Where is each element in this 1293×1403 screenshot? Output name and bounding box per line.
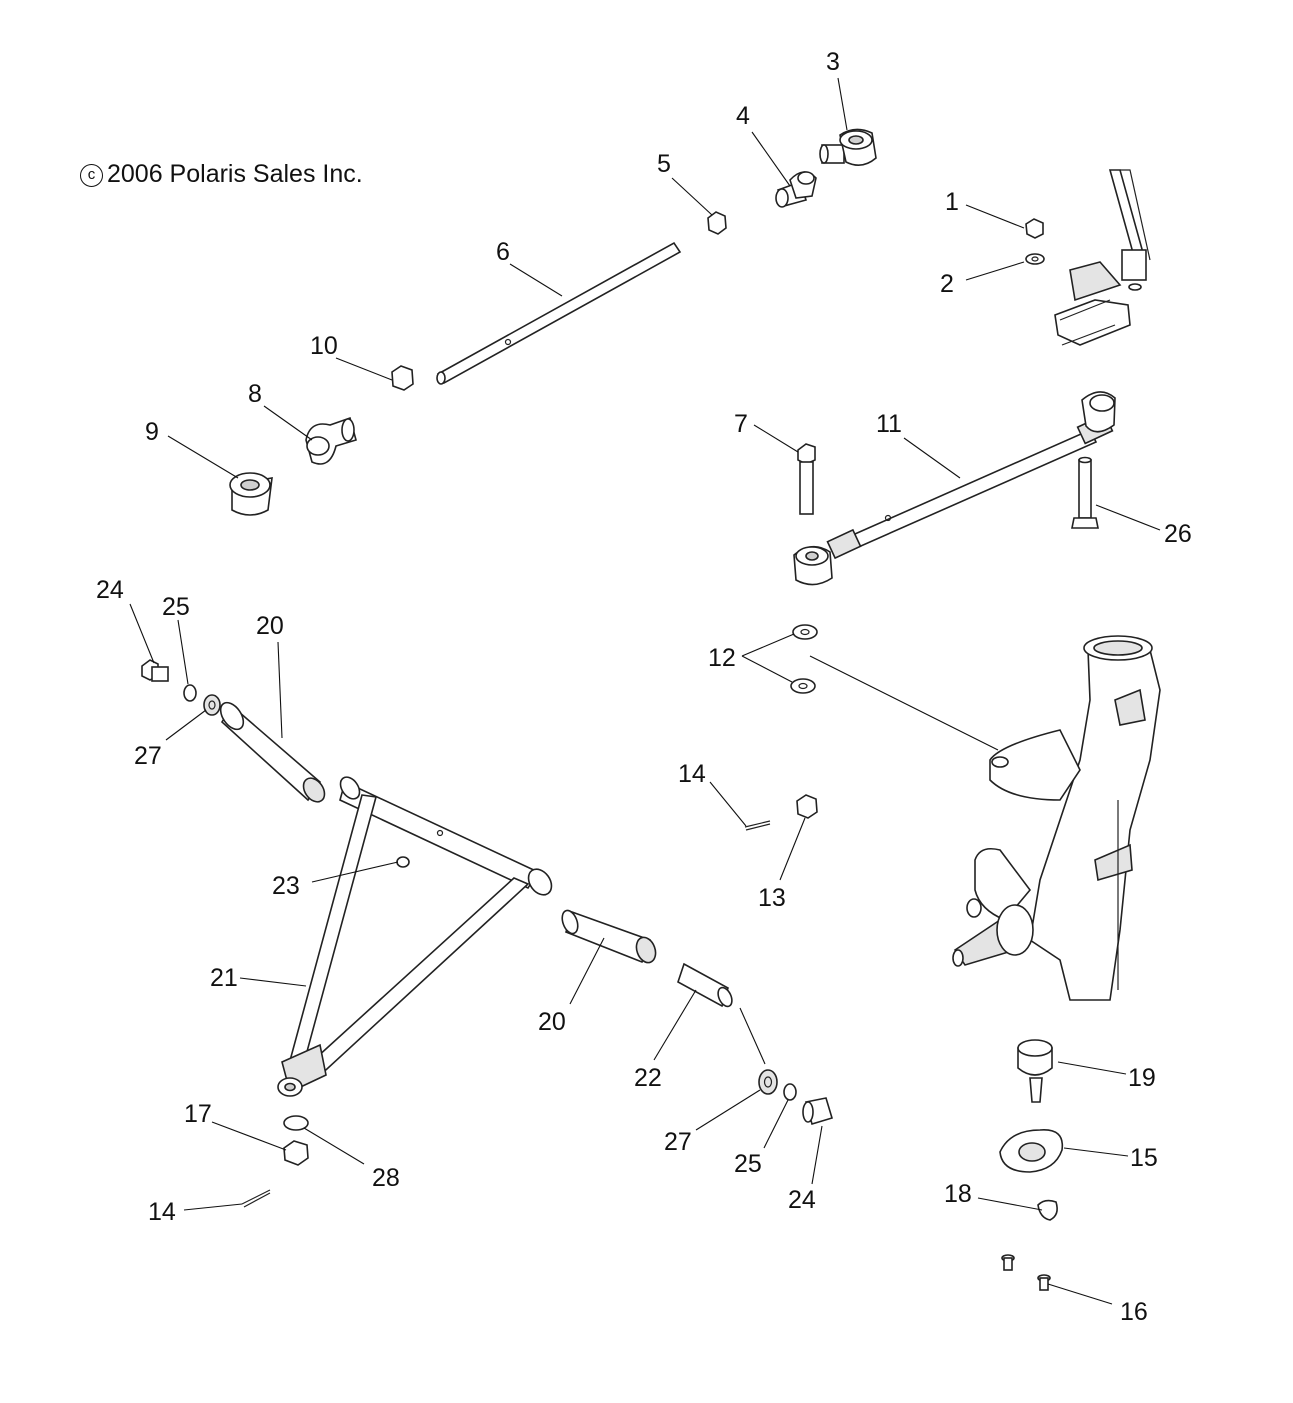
callout-24-right: 24 <box>788 1186 816 1214</box>
part-1-nut <box>1025 218 1044 239</box>
part-24-bolt-right <box>802 1097 833 1126</box>
part-14-cotter-pin-upper <box>744 820 771 828</box>
callout-20-left: 20 <box>256 612 284 640</box>
callout-16: 16 <box>1120 1298 1148 1326</box>
callout-25-left: 25 <box>162 593 190 621</box>
part-10-jam-nut <box>391 365 414 391</box>
callout-labels: 3 4 5 6 1 2 10 8 9 7 11 26 24 25 20 12 2… <box>96 48 1192 1326</box>
part-25-washer-left <box>183 684 197 702</box>
part-12-washer-bottom <box>790 678 816 694</box>
part-14-cotter-pin-lower <box>241 1189 271 1205</box>
copyright-text: 2006 Polaris Sales Inc. <box>107 160 363 188</box>
part-9-bearing <box>229 472 273 516</box>
callout-6: 6 <box>496 238 510 266</box>
callout-26: 26 <box>1164 520 1192 548</box>
callout-23: 23 <box>272 872 300 900</box>
callout-22: 22 <box>634 1064 662 1092</box>
callout-17: 17 <box>184 1100 212 1128</box>
copyright-symbol: c <box>80 164 103 187</box>
part-16-screws <box>1001 1254 1051 1291</box>
callout-3: 3 <box>826 48 840 76</box>
part-28-washer <box>283 1115 309 1131</box>
part-24-bolt-left <box>141 659 169 682</box>
callout-11: 11 <box>876 410 902 438</box>
part-18-snap-ring <box>1037 1199 1058 1221</box>
part-27-washer-left <box>203 694 221 716</box>
part-12-washer-top <box>792 624 818 640</box>
callout-12: 12 <box>708 644 736 672</box>
part-17-castle-nut <box>283 1140 309 1166</box>
callout-13: 13 <box>758 884 786 912</box>
callout-24-left: 24 <box>96 576 124 604</box>
part-11-adjustable-rod <box>793 391 1116 586</box>
steering-post <box>1054 169 1151 346</box>
callout-14-upper: 14 <box>678 760 706 788</box>
part-8-tie-rod-end <box>305 416 357 465</box>
callout-2: 2 <box>940 270 954 298</box>
part-21-a-arm <box>277 776 553 1097</box>
callout-14-lower: 14 <box>148 1198 176 1226</box>
part-2-washer <box>1025 253 1045 265</box>
part-13-castle-nut <box>796 794 818 819</box>
callout-10: 10 <box>310 332 338 360</box>
part-5-jam-nut <box>707 211 727 235</box>
callout-25-right: 25 <box>734 1150 762 1178</box>
part-22-spacer <box>677 962 733 1008</box>
part-20-bushing-right <box>561 909 657 964</box>
callout-15: 15 <box>1130 1144 1158 1172</box>
callout-5: 5 <box>657 150 671 178</box>
callout-7: 7 <box>734 410 748 438</box>
part-25-washer-right <box>783 1083 797 1101</box>
callout-9: 9 <box>145 418 159 446</box>
part-19-ball-joint <box>1017 1039 1053 1103</box>
callout-18: 18 <box>944 1180 972 1208</box>
callout-27-left: 27 <box>134 742 162 770</box>
part-26-bolt <box>1071 456 1099 529</box>
callout-28: 28 <box>372 1164 400 1192</box>
callout-20-right: 20 <box>538 1008 566 1036</box>
leader-lines <box>129 77 1161 1305</box>
callout-4: 4 <box>736 102 750 130</box>
part-27-washer-right <box>758 1069 778 1095</box>
callout-8: 8 <box>248 380 262 408</box>
part-15-retainer-plate <box>999 1129 1064 1173</box>
callout-21: 21 <box>210 964 238 992</box>
part-23-grease-fitting <box>396 856 410 868</box>
callout-1: 1 <box>945 188 959 216</box>
part-4-tie-rod-end <box>775 171 817 208</box>
callout-19: 19 <box>1128 1064 1156 1092</box>
callout-27-right: 27 <box>664 1128 692 1156</box>
spindle-knuckle <box>952 635 1161 1001</box>
part-6-tie-rod <box>436 241 682 385</box>
part-7-bolt <box>797 443 816 515</box>
part-20-bushing-left <box>219 701 326 803</box>
part-3-rod-end <box>819 128 877 166</box>
